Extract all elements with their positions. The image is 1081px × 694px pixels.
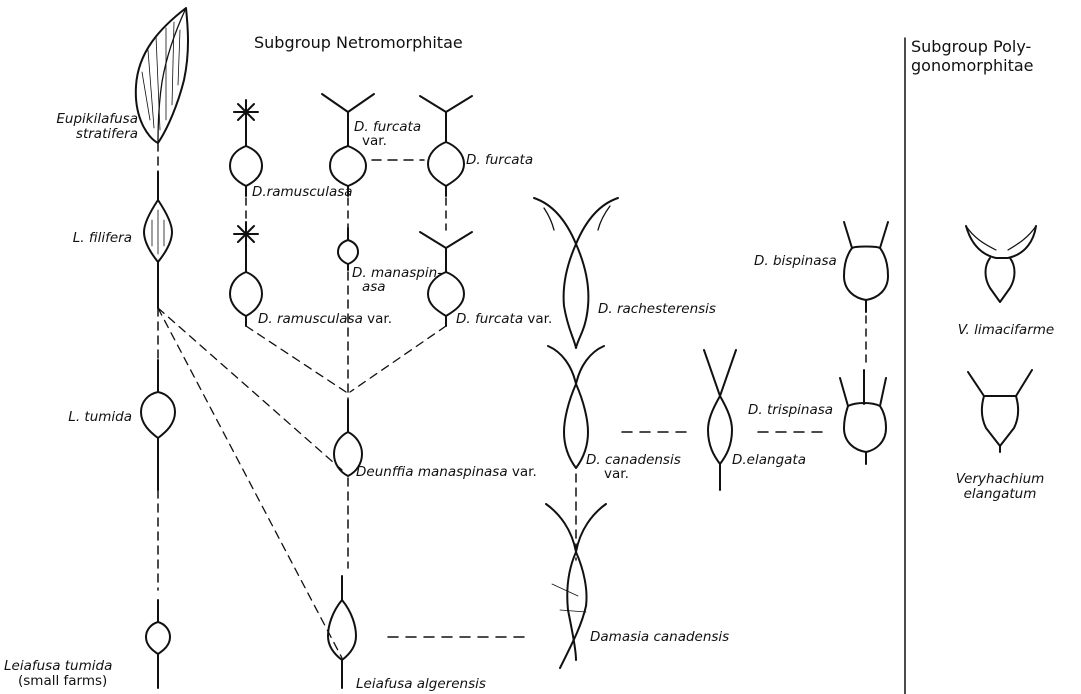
leiafusa-tumida-small-fossil <box>146 600 170 688</box>
d-ramusculasa-fossil <box>230 100 262 196</box>
polygonomorphitae-header-line1: Subgroup Poly- <box>911 38 1031 56</box>
d-elangata-fossil <box>704 350 736 490</box>
d-bispinasa-label: D. bispinasa <box>754 254 837 268</box>
v-limacifarme-fossil <box>966 226 1036 302</box>
d-rachesterensis-label: D. rachesterensis <box>598 302 716 316</box>
d-furcata-var-top-label-line2: var. <box>362 134 387 148</box>
eupikilafusa-stratifera-fossil <box>136 8 188 143</box>
d-bispinasa-fossil <box>844 222 888 312</box>
l-filifera-label: L. filifera <box>40 231 132 245</box>
d-trispinasa-fossil <box>840 370 886 464</box>
small-forms-label: (small farms) <box>18 674 107 688</box>
d-furcata-fossil <box>420 96 472 196</box>
v-limacifarme-label: V. limacifarme <box>946 323 1066 337</box>
d-canadensis-var-label-line1: D. canadensis <box>586 453 681 467</box>
d-furcata-var-suffix: var. <box>527 311 552 327</box>
d-canadensis-var-fossil <box>548 346 604 468</box>
veryhachium-elangatum-fossil <box>968 370 1032 452</box>
link-filifera-algerensis <box>158 308 342 658</box>
leiafusa-algerensis-label: Leiafusa algerensis <box>356 677 486 691</box>
link-filifera-deunffia <box>158 308 342 470</box>
link-furcata-var-deunffia <box>350 326 446 392</box>
link-ramusculasa-var-deunffia <box>246 326 346 392</box>
d-manaspinasa-fossil <box>338 228 358 270</box>
deunffia-name: Deunffia manaspinasa <box>356 464 508 480</box>
d-furcata-var-label: D. furcata var. <box>456 312 552 326</box>
polygonomorphitae-header-line2: gonomorphitae <box>911 57 1034 75</box>
deunffia-label: Deunffia manaspinasa var. <box>356 465 537 479</box>
l-tumida-label: L. tumida <box>40 410 132 424</box>
leiafusa-tumida-label: Leiafusa tumida <box>4 659 112 673</box>
eupikilafusa-label-line1: Eupikilafusa <box>40 112 138 126</box>
netromorphitae-header: Subgroup Netromorphitae <box>254 34 463 52</box>
d-elangata-label: D.elangata <box>732 453 806 467</box>
d-ramusculasa-var-suffix: var. <box>367 311 392 327</box>
d-trispinasa-label: D. trispinasa <box>748 403 833 417</box>
veryhachium-label-line1: Veryhachium <box>950 472 1050 486</box>
domasia-canadensis-label: Damasia canadensis <box>590 630 729 644</box>
eupikilafusa-label-line2: stratifera <box>40 127 138 141</box>
d-furcata-var-name: D. furcata <box>456 311 523 327</box>
veryhachium-label-line2: elangatum <box>950 487 1050 501</box>
l-tumida-fossil <box>141 360 175 490</box>
d-ramusculasa-var-label: D. ramusculasa var. <box>258 312 392 326</box>
d-ramusculasa-var-name: D. ramusculasa <box>258 311 363 327</box>
d-canadensis-var-label-line2: var. <box>604 467 629 481</box>
d-manaspinasa-label-line2: asa <box>362 280 386 294</box>
leiafusa-algerensis-fossil <box>328 576 356 688</box>
d-ramusculasa-label: D.ramusculasa <box>252 185 353 199</box>
l-filifera-fossil <box>144 172 172 308</box>
deunffia-suffix: var. <box>512 464 537 480</box>
d-furcata-label: D. furcata <box>466 153 533 167</box>
